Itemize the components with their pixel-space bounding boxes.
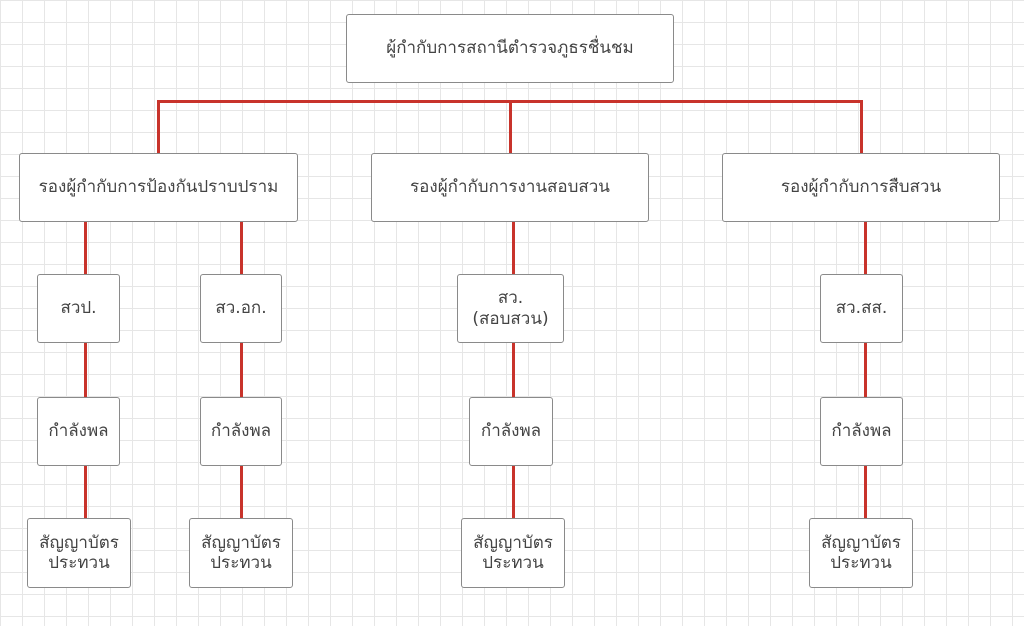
inspector-box[interactable]: สว.สส. xyxy=(820,274,903,343)
personnel-box[interactable]: กำลังพล xyxy=(200,397,282,466)
personnel-box[interactable]: กำลังพล xyxy=(469,397,553,466)
deputy-box-inquiry[interactable]: รองผู้กำกับการงานสอบสวน xyxy=(371,153,649,222)
connector xyxy=(860,100,863,154)
connector xyxy=(509,100,512,154)
ranks-box[interactable]: สัญญาบัตร ประทวน xyxy=(809,518,913,588)
inspector-box[interactable]: สว.อก. xyxy=(200,274,282,343)
connector xyxy=(864,222,867,518)
connector xyxy=(512,222,515,518)
connector xyxy=(157,100,160,154)
personnel-box[interactable]: กำลังพล xyxy=(820,397,903,466)
ranks-box[interactable]: สัญญาบัตร ประทวน xyxy=(461,518,565,588)
ranks-box[interactable]: สัญญาบัตร ประทวน xyxy=(27,518,131,588)
deputy-box-investigation[interactable]: รองผู้กำกับการสืบสวน xyxy=(722,153,1000,222)
inspector-box[interactable]: สว. (สอบสวน) xyxy=(457,274,564,343)
connector xyxy=(84,222,87,518)
personnel-box[interactable]: กำลังพล xyxy=(37,397,120,466)
connector xyxy=(240,222,243,518)
ranks-box[interactable]: สัญญาบัตร ประทวน xyxy=(189,518,293,588)
inspector-box[interactable]: สวป. xyxy=(37,274,120,343)
root-box[interactable]: ผู้กำกับการสถานีตำรวจภูธรชื่นชม xyxy=(346,14,674,83)
deputy-box-suppression[interactable]: รองผู้กำกับการป้องกันปราบปราม xyxy=(19,153,298,222)
